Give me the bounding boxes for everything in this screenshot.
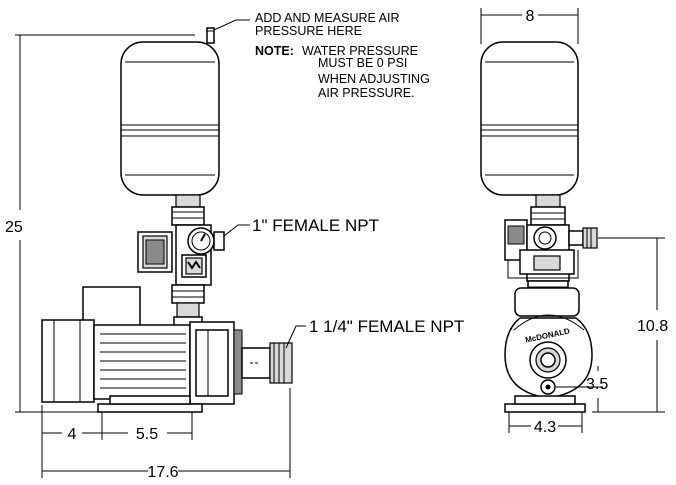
air-callout-line1: ADD AND MEASURE AIR <box>255 11 399 25</box>
note-line1: WATER PRESSURE <box>302 44 418 58</box>
outlet-label: 1" FEMALE NPT <box>252 216 379 235</box>
dim-tank-diameter: 8 <box>526 8 535 25</box>
dim-inlet-height: 3.5 <box>586 376 608 393</box>
note-label: NOTE: <box>255 44 294 58</box>
dim-base-width: 4.3 <box>534 419 556 436</box>
side-tank <box>120 27 220 196</box>
note-line2: MUST BE 0 PSI <box>318 56 407 70</box>
front-pump: McDONALD <box>504 287 593 399</box>
dim-base-span: 5.5 <box>136 426 158 443</box>
side-motor <box>41 286 191 403</box>
dim-outlet-height: 10.8 <box>637 318 668 335</box>
front-view: McDONALD <box>480 8 665 433</box>
dimension-text: 25 4 5.5 17.6 8 10.8 3.5 4.3 <box>5 8 668 481</box>
side-view <box>15 27 293 478</box>
front-tank <box>480 41 579 196</box>
callout-text: ADD AND MEASURE AIR PRESSURE HERE NOTE: … <box>252 11 464 336</box>
dim-base-offset: 4 <box>68 426 77 443</box>
note-line4: AIR PRESSURE. <box>318 86 415 100</box>
leader-lines <box>213 19 306 349</box>
inlet-label: 1 1/4" FEMALE NPT <box>309 317 464 336</box>
side-pump-body <box>189 321 293 405</box>
front-dimensions <box>480 8 665 433</box>
side-dimensions <box>15 34 291 478</box>
note-line3: WHEN ADJUSTING <box>318 72 430 86</box>
side-base <box>97 395 203 413</box>
side-fittings <box>137 194 225 328</box>
front-base <box>504 395 586 413</box>
air-callout-line2: PRESSURE HERE <box>255 24 362 38</box>
dim-overall-height: 25 <box>5 219 23 236</box>
dim-overall-length: 17.6 <box>147 464 178 481</box>
